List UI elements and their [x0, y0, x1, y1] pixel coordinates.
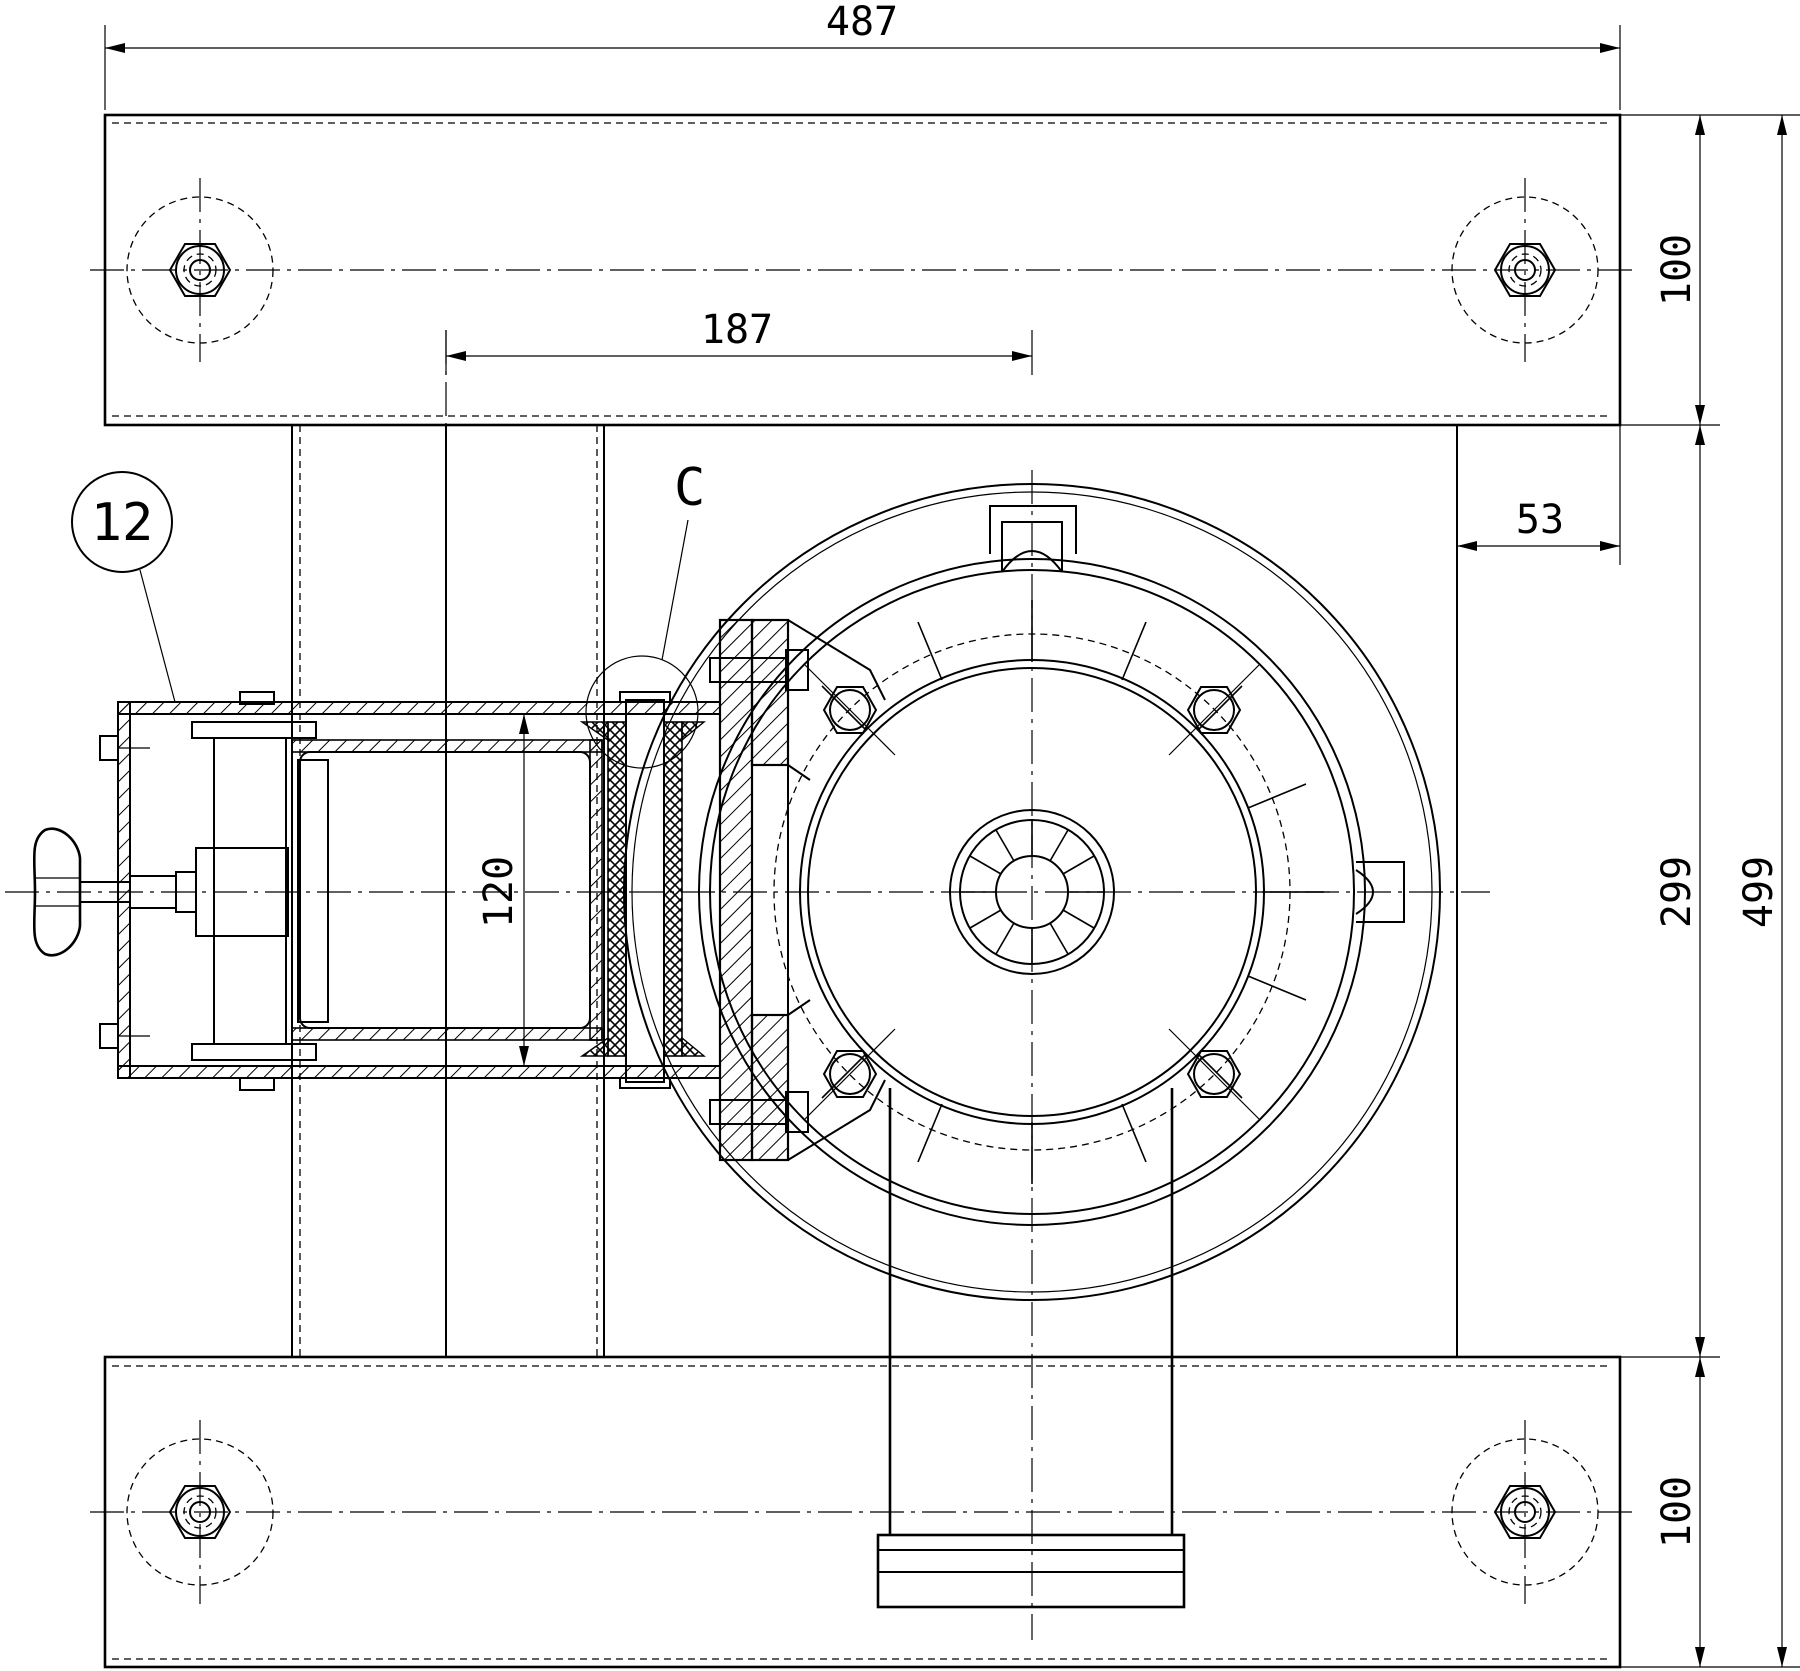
dimension-right-chain: 100 299 100 499 [1620, 114, 1800, 1668]
top-mounting-block [90, 113, 1635, 427]
round-unit [5, 470, 1490, 1640]
dim-299: 299 [1654, 856, 1700, 928]
dimension-187: 187 [445, 307, 1033, 375]
middle-frame [291, 330, 1458, 1357]
ring-bolt-1 [804, 664, 896, 756]
bolt-bottom-left [126, 1420, 274, 1604]
detail-callout-c: C [585, 458, 705, 769]
ring-bolt-4 [1168, 1028, 1260, 1120]
bolt-top-left [126, 178, 274, 362]
filter-housing [32, 691, 721, 1091]
flange-bolt-bottom [709, 1091, 809, 1133]
dim-100-top: 100 [1654, 234, 1700, 306]
part-number-callout: 12 [71, 471, 176, 703]
dim-499: 499 [1736, 856, 1782, 928]
ring-bolt-2 [1168, 664, 1260, 756]
dimension-overall-width: 487 [104, 0, 1621, 110]
top-clip [989, 505, 1077, 573]
dim-120: 120 [476, 856, 522, 928]
flange-plates [709, 618, 886, 1162]
outlet-pipe [876, 1088, 1186, 1609]
flange-bolt-top [709, 649, 809, 691]
detail-label: C [674, 458, 705, 518]
ring-bolt-3 [804, 1028, 896, 1120]
dim-53: 53 [1516, 497, 1564, 543]
bolt-bottom-right [1451, 1420, 1599, 1604]
dim-187: 187 [701, 307, 773, 353]
dim-100-bottom: 100 [1654, 1476, 1700, 1548]
bolt-top-right [1451, 178, 1599, 362]
part-number-label: 12 [91, 493, 154, 553]
dim-487: 487 [826, 0, 898, 45]
bottom-mounting-block [90, 1355, 1635, 1669]
dimension-53: 53 [1457, 425, 1621, 565]
dimension-120: 120 [476, 714, 529, 1066]
